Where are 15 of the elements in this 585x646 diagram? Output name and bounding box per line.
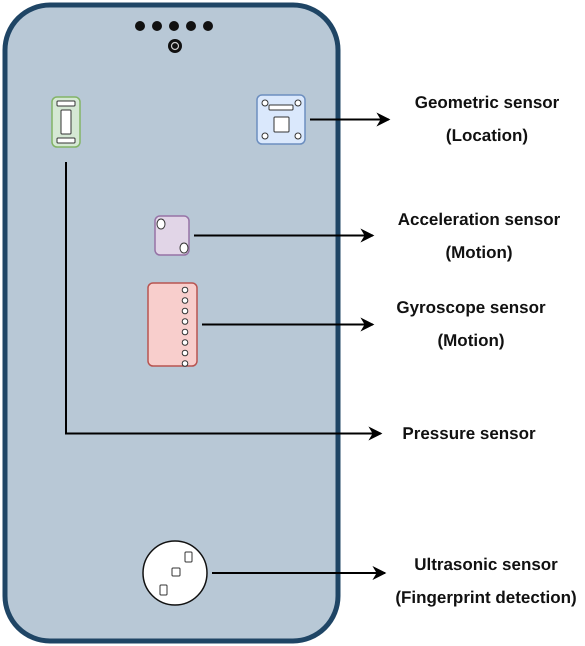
arrow <box>310 112 390 126</box>
arrow <box>202 318 374 332</box>
sensor-label: Pressure sensor <box>384 417 554 450</box>
arrow <box>65 162 382 440</box>
sensor-label: Acceleration sensor (Motion) <box>376 203 582 269</box>
sensor-chip <box>51 96 81 148</box>
sensor-label: Geometric sensor (Location) <box>392 86 582 152</box>
arrow <box>194 228 374 242</box>
sensor-chip <box>147 282 198 367</box>
sensor-circle <box>142 540 208 606</box>
arrow <box>212 566 386 580</box>
sensor-label: Ultrasonic sensor (Fingerprint detection) <box>388 548 584 614</box>
sensor-chip <box>256 94 306 145</box>
sensor-chip <box>154 215 190 256</box>
sensor-label: Gyroscope sensor (Motion) <box>376 291 566 357</box>
